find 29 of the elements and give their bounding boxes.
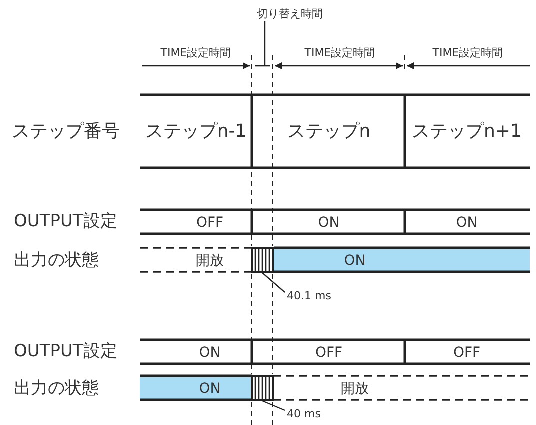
step-label: ステップn+1 (412, 123, 522, 141)
value-label: ON (199, 346, 221, 360)
row-label: 出力の状態 (14, 252, 99, 270)
row-label: OUTPUT設定 (14, 214, 118, 230)
transition-hatch (251, 375, 274, 401)
step-label: ステップn (287, 123, 371, 141)
duration-label: 40 ms (287, 408, 321, 420)
row-label: 出力の状態 (14, 380, 99, 398)
state-label: 開放 (341, 382, 369, 396)
dimension-label: TIME設定時間 (432, 48, 504, 58)
leader-line (262, 400, 286, 412)
annotation-text: 切り替え時間 (257, 8, 323, 20)
dimension-label: TIME設定時間 (304, 48, 376, 58)
step-label: ステップn-1 (145, 123, 247, 141)
state-label: ON (344, 254, 366, 268)
state-label: ON (199, 382, 221, 396)
duration-label: 40.1 ms (287, 290, 332, 302)
row-label: ステップ番号 (12, 123, 120, 141)
value-label: ON (318, 216, 340, 230)
value-label: OFF (315, 346, 343, 360)
value-label: OFF (196, 216, 224, 230)
dimension-label: TIME設定時間 (160, 48, 232, 58)
leader-line (264, 22, 266, 66)
value-label: ON (456, 216, 478, 230)
state-label: 開放 (196, 254, 224, 268)
row-label: OUTPUT設定 (14, 344, 118, 360)
value-label: OFF (453, 346, 481, 360)
transition-hatch (251, 247, 274, 273)
leader-line (262, 272, 286, 293)
